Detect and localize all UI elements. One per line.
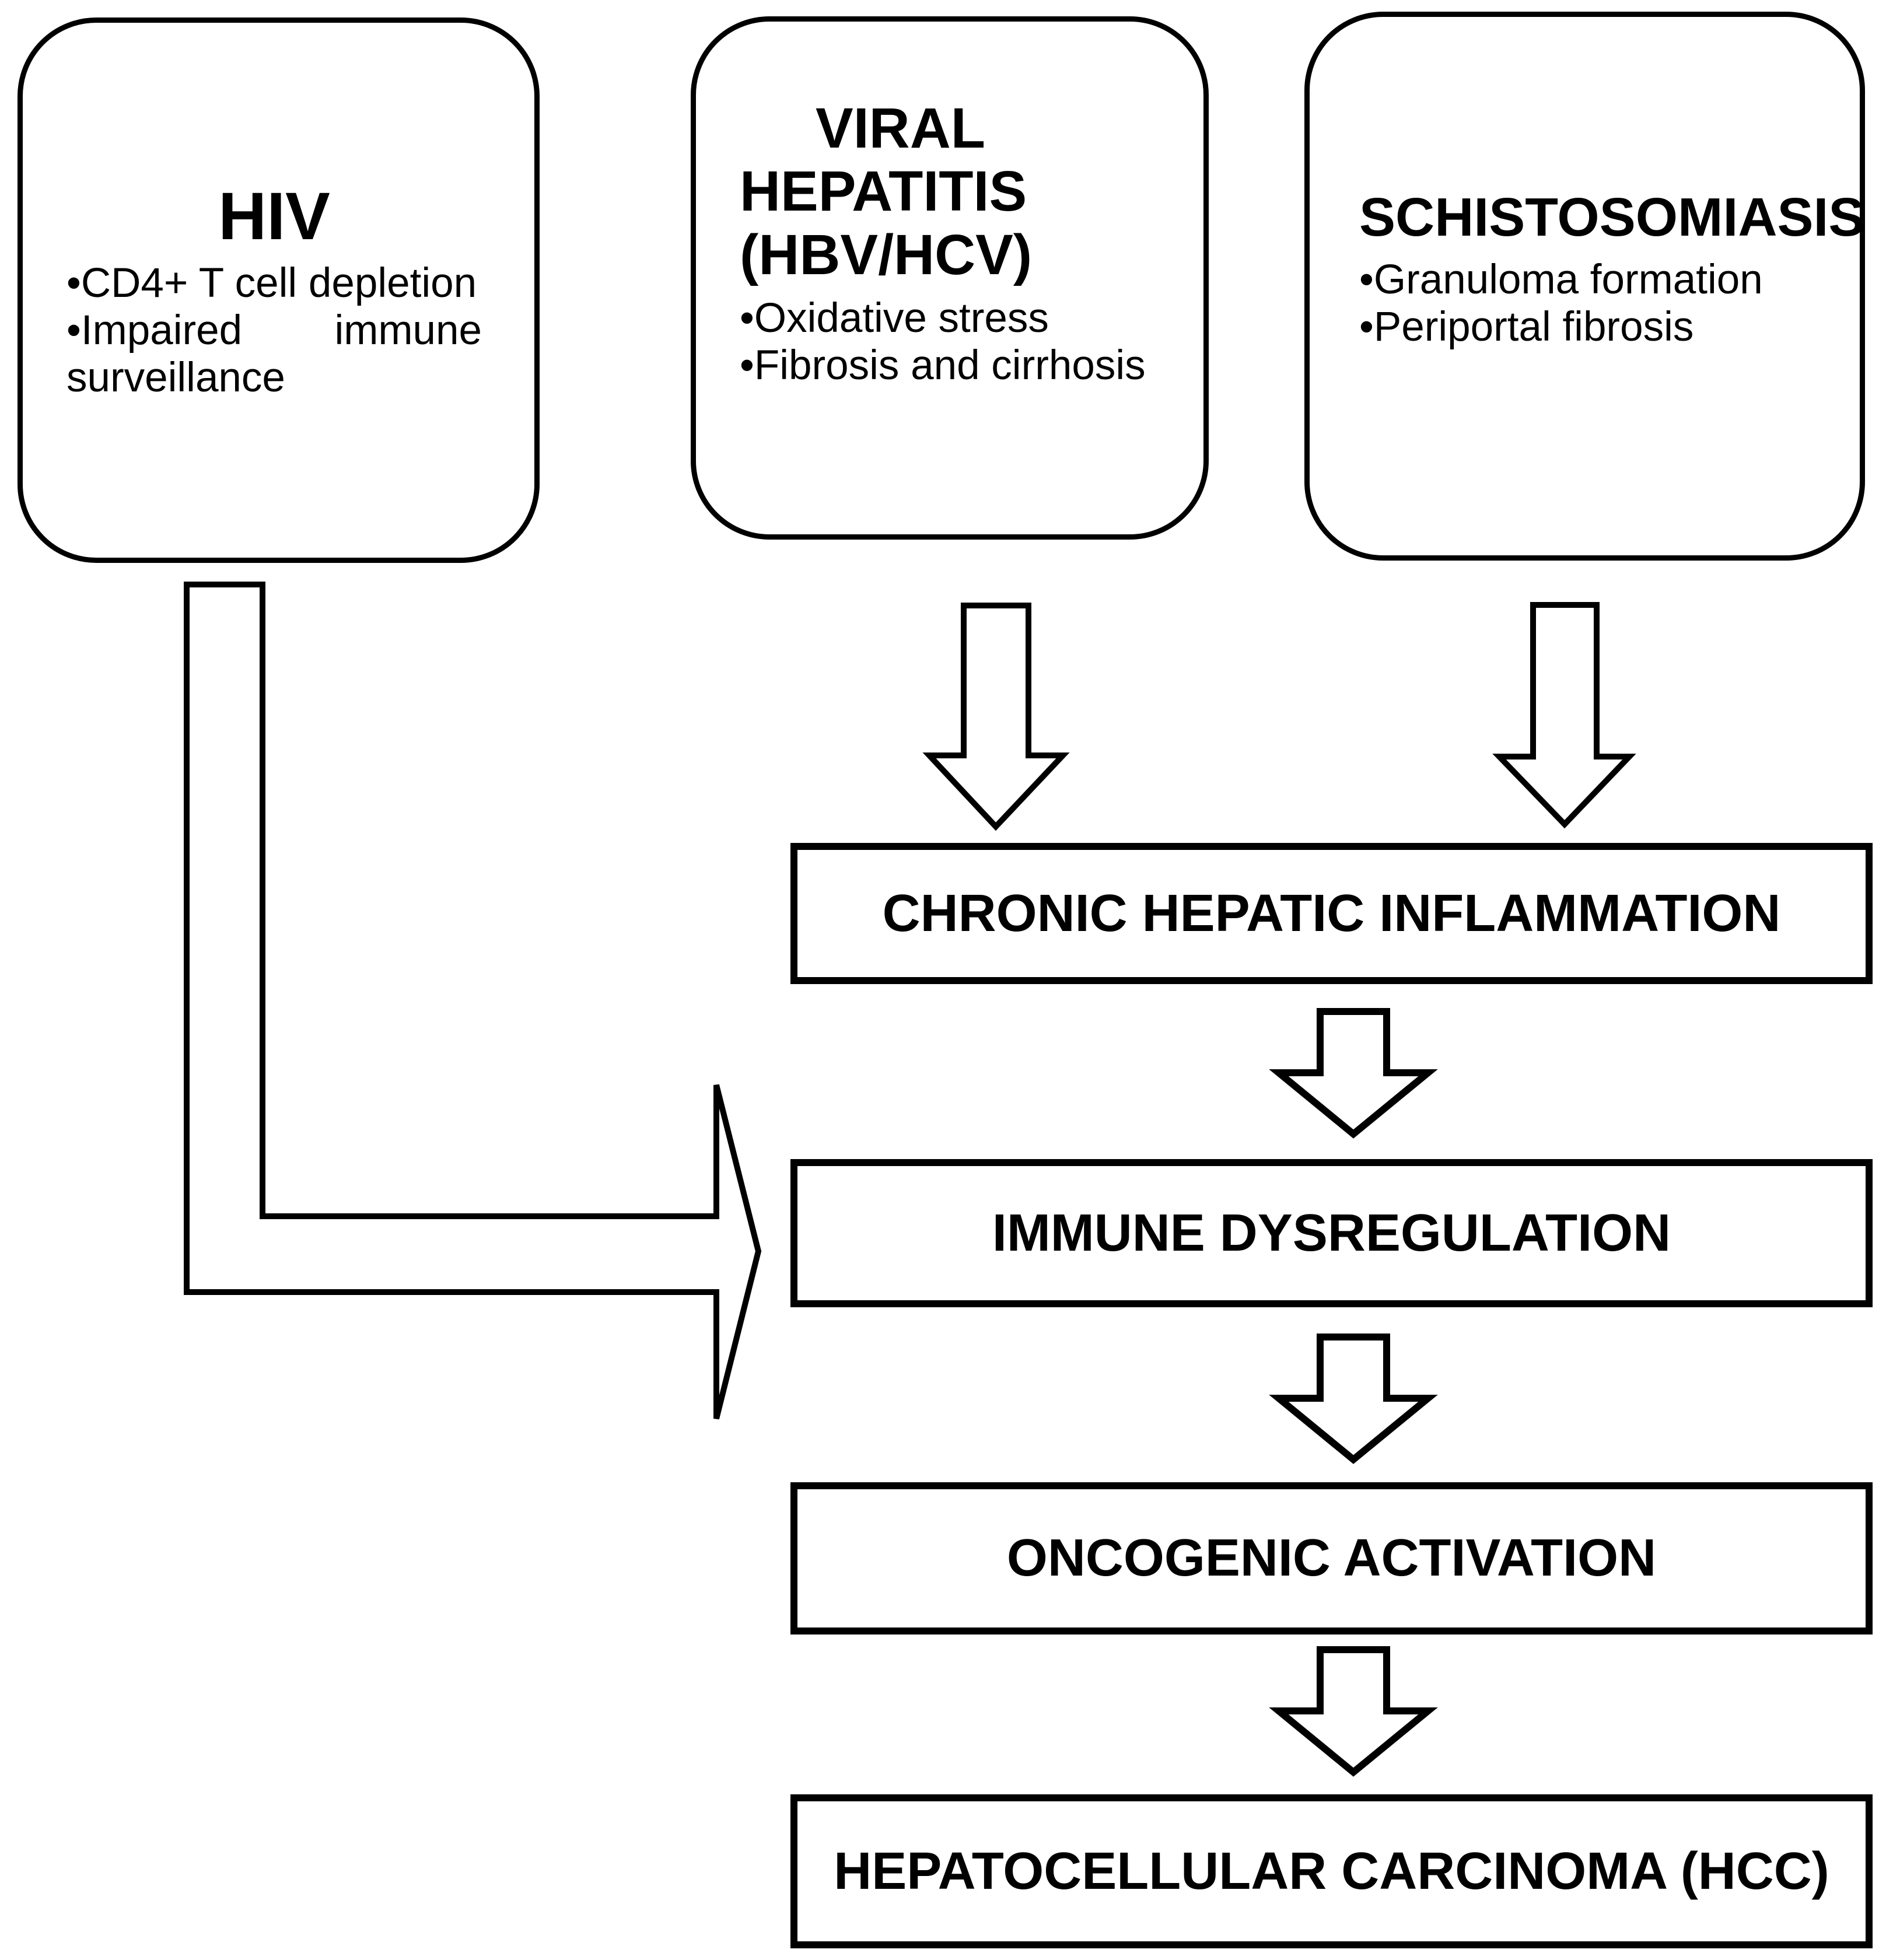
viral-title-line-2: HEPATITIS: [740, 159, 1027, 223]
schisto-bullet-granuloma: •Granuloma formation: [1359, 256, 1763, 303]
viral-title-line-3: (HBV/HCV): [740, 222, 1033, 286]
oncogenic-to-hcc-arrow: [1269, 1646, 1438, 1777]
hiv-box: HIV •CD4+ T cell depletion •Impaired imm…: [18, 18, 540, 563]
schisto-bullet-periportal: •Periportal fibrosis: [1359, 303, 1694, 350]
hepatocellular-carcinoma-label: HEPATOCELLULAR CARCINOMA (HCC): [834, 1842, 1829, 1901]
viral-hepatitis-box: VIRAL HEPATITIS (HBV/HCV) •Oxidative str…: [691, 16, 1209, 540]
schistosomiasis-box: SCHISTOSOMIASIS •Granuloma formation •Pe…: [1304, 12, 1865, 561]
chronic-to-immune-arrow: [1269, 1008, 1438, 1139]
oncogenic-activation-label: ONCOGENIC ACTIVATION: [1006, 1529, 1657, 1587]
hiv-elbow-arrow: [184, 582, 762, 1420]
chronic-inflammation-box: CHRONIC HEPATIC INFLAMMATION: [790, 843, 1873, 984]
bullet-marker: •: [1359, 256, 1374, 303]
viral-title-line-1: VIRAL: [816, 96, 985, 160]
hiv-bullet-cd4: •CD4+ T cell depletion: [67, 260, 477, 307]
oncogenic-activation-box: ONCOGENIC ACTIVATION: [790, 1482, 1873, 1634]
viral-hepatitis-down-arrow: [922, 603, 1070, 831]
bullet-marker: •: [740, 295, 754, 342]
immune-dysregulation-box: IMMUNE DYSREGULATION: [790, 1159, 1873, 1307]
bullet-marker: •: [1359, 303, 1374, 350]
viral-bullet-fibrosis: •Fibrosis and cirrhosis: [740, 342, 1146, 389]
hiv-bullet-immune-word: immune: [334, 307, 482, 354]
bullet-marker: •: [67, 260, 81, 307]
hiv-title: HIV: [218, 178, 330, 254]
bullet-marker: •: [67, 307, 81, 354]
bullet-marker: •: [740, 342, 754, 389]
hiv-bullet-impaired-word: •Impaired: [67, 307, 243, 354]
schistosomiasis-title: SCHISTOSOMIASIS: [1359, 187, 1865, 248]
hepatocellular-carcinoma-box: HEPATOCELLULAR CARCINOMA (HCC): [790, 1794, 1873, 1948]
viral-bullet-oxidative: •Oxidative stress: [740, 295, 1049, 342]
chronic-inflammation-label: CHRONIC HEPATIC INFLAMMATION: [882, 884, 1781, 943]
hiv-bullet-surveillance: surveillance: [67, 355, 285, 401]
immune-dysregulation-label: IMMUNE DYSREGULATION: [992, 1203, 1671, 1262]
immune-to-oncogenic-arrow: [1269, 1334, 1438, 1464]
schistosomiasis-down-arrow: [1492, 602, 1636, 829]
viral-hepatitis-title: VIRAL HEPATITIS (HBV/HCV): [740, 96, 1171, 287]
hiv-bullet-impaired-immune: •Impaired immune: [67, 307, 482, 354]
